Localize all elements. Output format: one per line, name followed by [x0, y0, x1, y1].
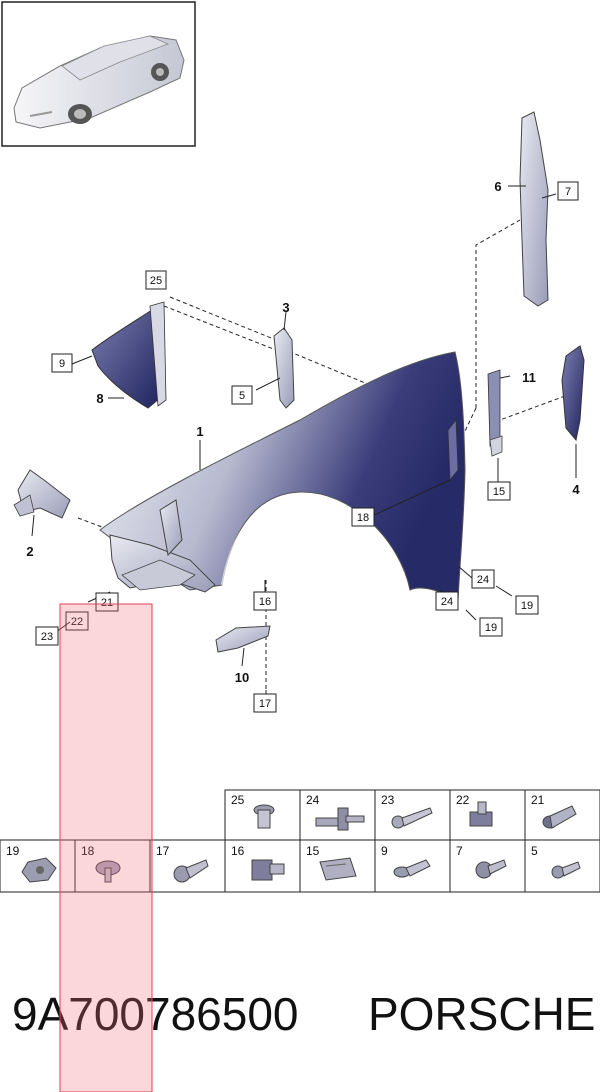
fastener-25-icon — [253, 804, 275, 829]
trim-part-6 — [519, 111, 549, 307]
brand-name: PORSCHE — [368, 988, 595, 1040]
svg-text:24: 24 — [477, 574, 489, 586]
fastener-7-icon — [475, 859, 507, 879]
svg-text:22: 22 — [71, 616, 83, 628]
fastener-5-icon — [551, 861, 581, 879]
part-number: 9A700786500 — [12, 988, 299, 1040]
fastener-17-icon — [173, 859, 209, 883]
svg-text:21: 21 — [101, 597, 113, 609]
svg-text:18: 18 — [357, 512, 369, 524]
fastener-number: 9 — [381, 844, 388, 858]
svg-text:17: 17 — [259, 698, 271, 710]
fastener-table-bottom — [0, 839, 600, 893]
callout-label: 10 — [235, 670, 249, 685]
callout-box: 24 — [471, 569, 495, 589]
callout-box: 22 — [65, 611, 89, 631]
callout-box: 7 — [557, 181, 579, 201]
fastener-number: 21 — [531, 793, 545, 807]
callout-label: 3 — [282, 300, 289, 315]
fastener-number: 18 — [81, 844, 95, 858]
callout-box: 5 — [231, 385, 253, 405]
trim-part-4 — [561, 345, 585, 442]
fastener-number: 24 — [306, 793, 320, 807]
svg-text:15: 15 — [493, 486, 505, 498]
fastener-15-icon — [319, 857, 357, 881]
bracket-part-11 — [487, 369, 503, 457]
bracket-part-10 — [215, 625, 271, 653]
svg-text:25: 25 — [150, 275, 162, 287]
bracket-part-2 — [13, 469, 71, 519]
fastener-number: 5 — [531, 844, 538, 858]
callout-label: 4 — [572, 482, 580, 497]
svg-text:5: 5 — [239, 390, 245, 402]
callout-label: 1 — [196, 424, 203, 439]
strip-part-3 — [273, 327, 295, 409]
liner-part-8 — [91, 301, 167, 409]
callout-label: 6 — [494, 179, 501, 194]
svg-text:19: 19 — [485, 622, 497, 634]
fastener-9-icon — [393, 859, 431, 878]
car-thumbnail — [1, 1, 196, 147]
svg-text:7: 7 — [565, 186, 571, 198]
fastener-number: 7 — [456, 844, 463, 858]
lower-bracket — [109, 499, 216, 593]
fastener-24-icon — [315, 807, 365, 831]
callout-box: 21 — [95, 592, 119, 612]
fastener-number: 23 — [381, 793, 395, 807]
fastener-number: 15 — [306, 844, 320, 858]
callout-label: 2 — [26, 544, 33, 559]
svg-text:24: 24 — [441, 596, 453, 608]
callout-box: 16 — [253, 591, 277, 611]
fender-part-1 — [99, 351, 466, 601]
highlight-overlay — [59, 603, 153, 1092]
callout-box: 19 — [479, 617, 503, 637]
fastener-number: 19 — [6, 844, 20, 858]
svg-text:19: 19 — [521, 600, 533, 612]
callout-label: 8 — [96, 391, 103, 406]
fastener-23-icon — [391, 807, 433, 829]
callout-box: 17 — [253, 693, 277, 713]
callout-box: 18 — [351, 507, 375, 527]
callout-box: 15 — [487, 481, 511, 501]
fastener-19-icon — [21, 857, 57, 883]
callout-box: 19 — [515, 595, 539, 615]
fastener-21-icon — [542, 805, 577, 829]
callout-box: 25 — [145, 270, 167, 290]
fastener-number: 22 — [456, 793, 470, 807]
fastener-22-icon — [469, 801, 493, 827]
callout-box: 23 — [35, 626, 59, 646]
fastener-number: 16 — [231, 844, 245, 858]
callout-box: 24 — [435, 591, 459, 611]
svg-text:16: 16 — [259, 596, 271, 608]
callout-label: 11 — [522, 370, 536, 385]
callout-box: 9 — [51, 353, 73, 373]
svg-text:23: 23 — [41, 631, 53, 643]
fastener-number: 17 — [156, 844, 170, 858]
svg-text:9: 9 — [59, 358, 65, 370]
fastener-number: 25 — [231, 793, 245, 807]
fastener-18-icon — [95, 860, 121, 883]
fastener-16-icon — [251, 859, 285, 881]
